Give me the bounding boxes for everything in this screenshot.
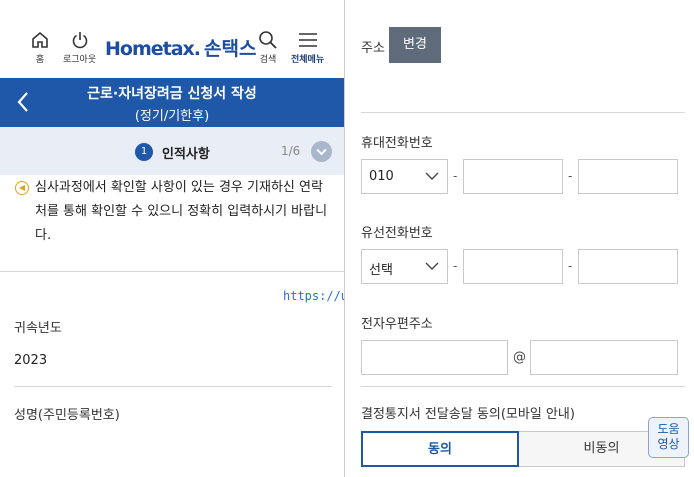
landline-middle-input[interactable] <box>463 249 563 284</box>
home-label: 홈 <box>35 55 45 65</box>
name-label: 성명(주민등록번호) <box>14 408 120 423</box>
step-expand-button[interactable] <box>311 141 332 162</box>
divider <box>361 112 685 113</box>
landline-prefix-select[interactable]: 선택 <box>361 249 448 284</box>
menu-label: 전체메뉴 <box>291 55 325 65</box>
top-nav: 홈 로그아웃 Hometax.손택스 검색 전체메뉴 <box>0 0 344 78</box>
address-label: 주소 <box>361 41 385 56</box>
landline-label: 유선전화번호 <box>361 226 433 241</box>
back-icon[interactable] <box>16 91 30 118</box>
mobile-separator: - <box>568 169 573 183</box>
address-change-button[interactable]: 변경 <box>389 27 441 63</box>
home-icon <box>32 31 48 48</box>
logout-button[interactable]: 로그아웃 <box>63 30 96 65</box>
landline-prefix-value: 선택 <box>369 263 393 278</box>
email-label: 전자우편주소 <box>361 317 433 332</box>
landline-separator: - <box>453 259 458 273</box>
mobile-middle-input[interactable] <box>463 159 563 194</box>
divider <box>361 386 685 387</box>
hometax-logo[interactable]: Hometax.손택스 <box>105 34 256 64</box>
email-domain-input[interactable] <box>530 340 678 375</box>
logout-label: 로그아웃 <box>63 55 97 65</box>
notice-text: 심사과정에서 확인할 사항이 있는 경우 기재하신 연락처를 통해 확인할 수 … <box>35 180 328 243</box>
step-counter: 1/6 <box>281 144 301 158</box>
mobile-separator: - <box>453 169 458 183</box>
search-button[interactable]: 검색 <box>257 30 279 65</box>
chevron-down-icon <box>316 148 327 156</box>
year-label: 귀속년도 <box>14 321 62 336</box>
search-icon <box>259 31 277 49</box>
mobile-prefix-select[interactable]: 010 <box>361 159 448 194</box>
divider <box>0 271 344 272</box>
landline-separator: - <box>568 259 573 273</box>
hamburger-icon <box>298 33 317 47</box>
help-label-line2: 영상 <box>657 437 680 451</box>
home-button[interactable]: 홈 <box>30 30 50 65</box>
help-label-line1: 도움 <box>657 422 680 436</box>
right-pane <box>344 0 694 477</box>
search-label: 검색 <box>259 55 277 65</box>
landline-last-input[interactable] <box>578 249 678 284</box>
consent-label: 결정통지서 전달송달 동의(모바일 안내) <box>361 407 575 422</box>
left-pane: 홈 로그아웃 Hometax.손택스 검색 전체메뉴 <box>0 0 493 477</box>
step-number-badge: 1 <box>135 143 153 161</box>
chevron-down-icon <box>425 262 439 270</box>
chevron-down-icon <box>425 172 439 180</box>
menu-button[interactable]: 전체메뉴 <box>291 30 324 65</box>
email-at-sign: @ <box>513 350 526 365</box>
year-value: 2023 <box>14 353 48 368</box>
page-title: 근로·자녀장려금 신청서 작성 <box>87 86 257 102</box>
step-label: 인적사항 <box>162 147 210 162</box>
step-bar <box>0 127 344 175</box>
divider <box>14 386 332 387</box>
page-subtitle: (정기/기한후) <box>134 109 210 124</box>
consent-agree-button[interactable]: 동의 <box>361 431 519 467</box>
logo-text-en: Hometax. <box>105 38 201 60</box>
email-id-input[interactable] <box>361 340 508 375</box>
help-video-button[interactable]: 도움 영상 <box>648 417 689 458</box>
mobile-prefix-value: 010 <box>369 169 394 184</box>
notice-icon: ◀ <box>15 181 29 195</box>
mobile-label: 휴대전화번호 <box>361 136 433 151</box>
title-bar: 근로·자녀장려금 신청서 작성 (정기/기한후) <box>0 78 344 127</box>
mobile-last-input[interactable] <box>578 159 678 194</box>
power-icon <box>72 32 87 49</box>
logo-text-kr: 손택스 <box>204 38 257 60</box>
